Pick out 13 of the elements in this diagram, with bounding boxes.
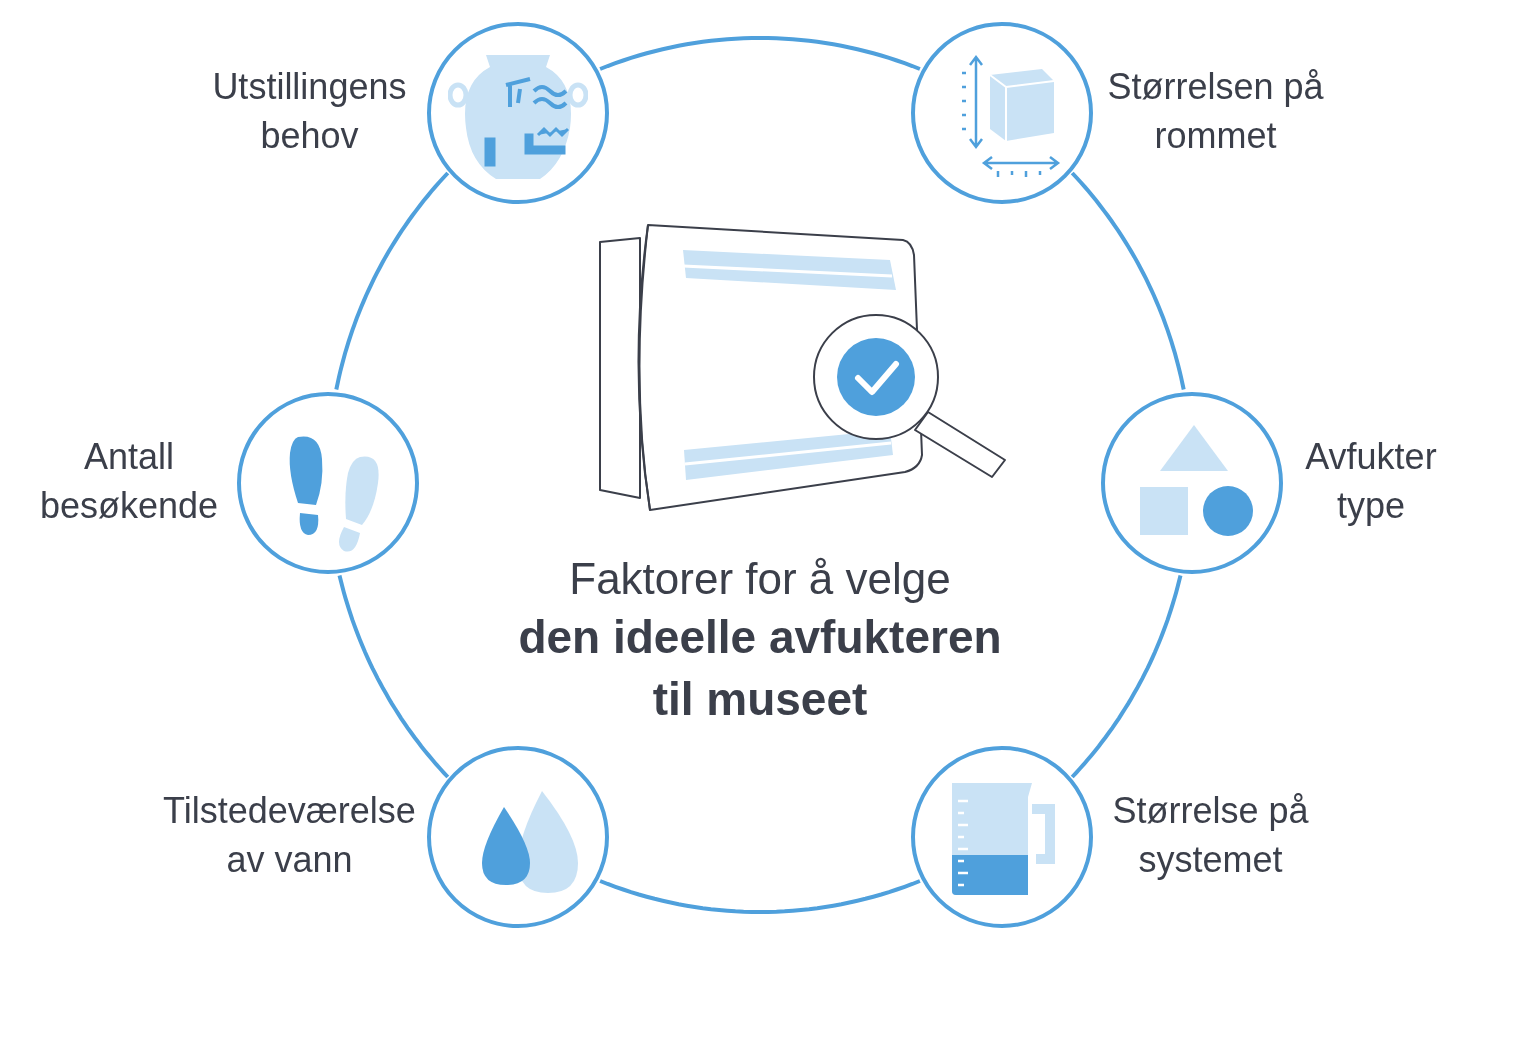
factor-label: Antall besøkende (39, 434, 220, 528)
factor-label: Størrelsen på rommet (1106, 64, 1325, 158)
ring-connector (1070, 574, 1183, 779)
diagram-title: Faktorer for å velge den ideelle avfukteren til museet (517, 553, 1003, 727)
ring-connector (337, 574, 450, 779)
factor-label: Avfukter type (1304, 434, 1438, 528)
ring-connector (599, 36, 921, 71)
factor-label: Størrelse på systemet (1111, 789, 1310, 883)
ring-connector (1070, 171, 1186, 390)
ring-connector (599, 879, 921, 914)
ring-connector (334, 171, 450, 390)
factor-label: Utstillingens behov (211, 64, 408, 158)
factor-label: Tilstedeværelse av vann (162, 789, 417, 883)
